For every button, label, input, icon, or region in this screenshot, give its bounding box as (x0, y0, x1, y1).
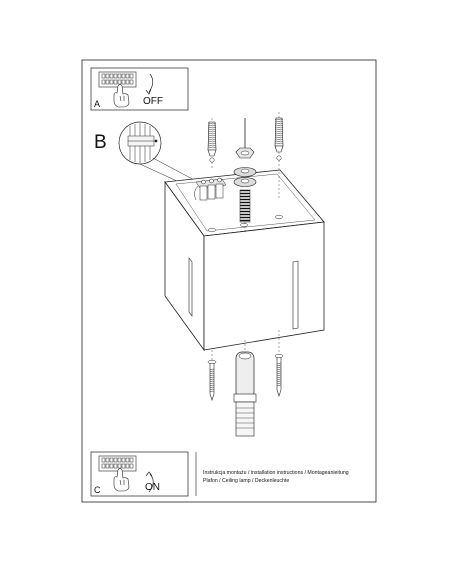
hand-icon (113, 84, 130, 108)
wall-plug-left-icon (207, 118, 217, 168)
panel-a-state: OFF (143, 96, 163, 107)
panel-b-letter: B (94, 132, 107, 153)
hand-icon-c (113, 468, 130, 492)
panel-c-state: ON (145, 482, 160, 493)
right-light-slot (292, 260, 299, 330)
wall-plug-right-icon (274, 112, 284, 200)
arrow-down-icon (148, 73, 154, 93)
switch-board-icon (98, 71, 137, 88)
switch-board-icon-c (98, 455, 137, 472)
panel-c: C ON (90, 451, 189, 497)
panel-c-letter: C (94, 485, 101, 495)
footer-instructions-line: Instrukcja montażu / installation instru… (203, 470, 349, 476)
left-light-slot (188, 257, 193, 317)
arrow-up-icon (148, 473, 154, 493)
terminal-block-icon (194, 177, 227, 201)
panel-a: A OFF (90, 67, 189, 111)
screw-bottom-right-icon (274, 330, 284, 397)
terminal-zoom-circle (118, 121, 162, 165)
footer-product-line: Plafon / Ceiling lamp / Deckenleuchte (203, 478, 290, 484)
center-mount-assembly (233, 118, 257, 232)
panel-a-letter: A (94, 99, 100, 109)
screw-bottom-left-icon (207, 350, 217, 401)
light-bulb-icon (233, 340, 257, 437)
